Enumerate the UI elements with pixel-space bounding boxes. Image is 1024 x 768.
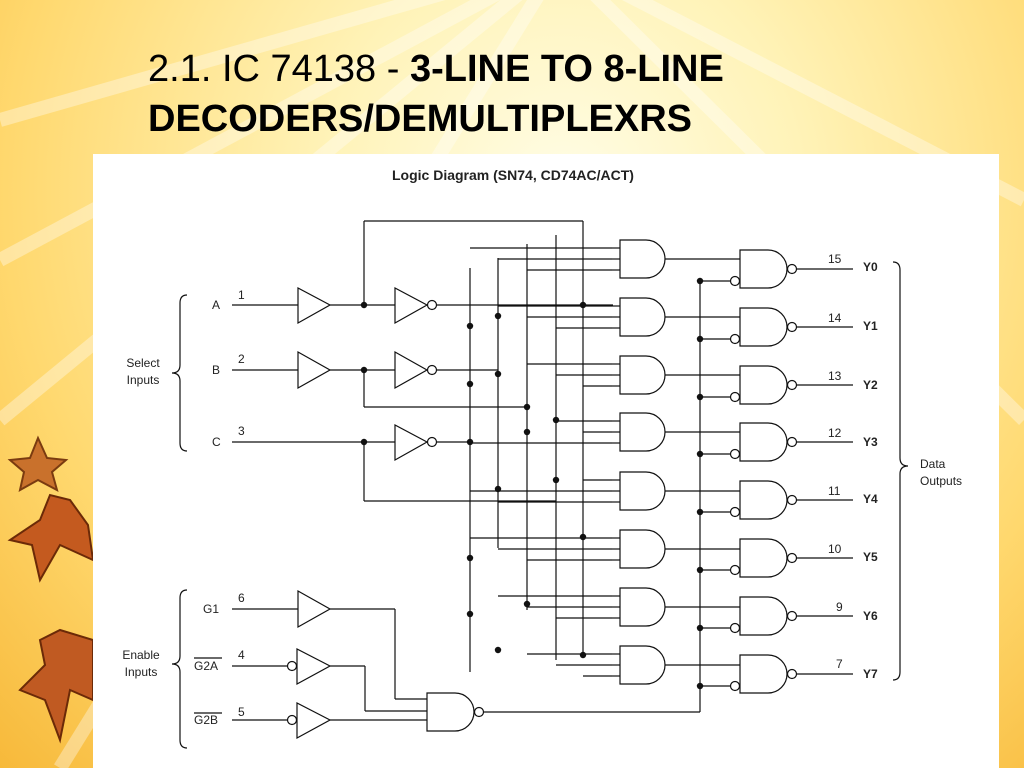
select-group-label-1: Select — [126, 356, 160, 370]
junction-dot-21 — [696, 335, 704, 343]
and-gate-3 — [619, 412, 666, 452]
junction-dot-15 — [466, 554, 474, 562]
nand-bubble-5 — [786, 552, 798, 564]
junction-dot-17 — [466, 610, 474, 618]
junction-dot-16 — [523, 600, 531, 608]
nand-gate-7 — [739, 654, 788, 694]
junction-dot-9 — [523, 428, 531, 436]
input-g2b-label: G2B — [194, 713, 218, 727]
title-bold-line1: 3-LINE TO 8-LINE — [409, 48, 724, 90]
nand-gate-0 — [739, 249, 788, 289]
and-gate-2 — [619, 355, 666, 395]
and-gate-5 — [619, 529, 666, 569]
input-g1-label: G1 — [203, 602, 219, 616]
junction-dot-4 — [494, 312, 502, 320]
nand-gate-1 — [739, 307, 788, 347]
junction-dot-18 — [579, 651, 587, 659]
output-y6-label: Y6 — [863, 609, 878, 623]
and-gate-7 — [619, 645, 666, 685]
select-group-label-2: Inputs — [127, 373, 160, 387]
junction-dot-8 — [523, 403, 531, 411]
junction-dot-14 — [579, 533, 587, 541]
diagram-heading: Logic Diagram (SN74, CD74AC/ACT) — [392, 167, 634, 183]
output-y2-label: Y2 — [863, 378, 878, 392]
title-prefix: 2.1. IC 74138 - — [148, 48, 410, 90]
input-c-pin: 3 — [238, 424, 245, 438]
junction-dot-7 — [494, 370, 502, 378]
and-gate-6 — [619, 587, 666, 627]
and-gate-0 — [619, 239, 666, 279]
and-gate-1 — [619, 297, 666, 337]
nand-gate-4 — [739, 480, 788, 520]
output-y4-pin: 11 — [828, 484, 841, 498]
junction-dot-1 — [360, 366, 368, 374]
output-y7-label: Y7 — [863, 667, 878, 681]
input-g1-pin: 6 — [238, 591, 245, 605]
input-a-label: A — [212, 298, 220, 312]
output-y7-pin: 7 — [836, 657, 843, 671]
output-group-label-2: Outputs — [920, 474, 962, 488]
output-y1-pin: 14 — [828, 311, 842, 325]
junction-dot-0 — [360, 301, 368, 309]
nand-bubble-3 — [786, 436, 798, 448]
junction-dot-22 — [696, 393, 704, 401]
output-y5-label: Y5 — [863, 550, 878, 564]
input-c-label: C — [212, 435, 221, 449]
junction-dot-11 — [466, 438, 474, 446]
output-y3-pin: 12 — [828, 426, 842, 440]
nand-bubble-1 — [786, 321, 798, 333]
junction-dot-5 — [466, 322, 474, 330]
logic-diagram: Logic Diagram (SN74, CD74AC/ACT) Select … — [122, 167, 962, 749]
nand-gate-2 — [739, 365, 788, 405]
output-y2-pin: 13 — [828, 369, 842, 383]
nand-bubble-0 — [786, 263, 798, 275]
nand-gate-5 — [739, 538, 788, 578]
output-group-label-1: Data — [920, 457, 946, 471]
nand-bubble-6 — [786, 610, 798, 622]
output-y0-pin: 15 — [828, 252, 842, 266]
title-bold-line2: DECODERS/DEMULTIPLEXRS — [148, 98, 693, 140]
input-g2b-pin: 5 — [238, 705, 245, 719]
output-y3-label: Y3 — [863, 435, 878, 449]
slide-title: 2.1. IC 74138 - 3-LINE TO 8-LINE DECODER… — [148, 44, 1008, 144]
input-g2a-label: G2A — [194, 659, 218, 673]
nand-gate-3 — [739, 422, 788, 462]
junction-dot-6 — [466, 380, 474, 388]
nand-bubble-2 — [786, 379, 798, 391]
enable-group-label-1: Enable — [122, 648, 160, 662]
nand-gate-6 — [739, 596, 788, 636]
junction-dot-12 — [494, 485, 502, 493]
input-a-pin: 1 — [238, 288, 245, 302]
output-y5-pin: 10 — [828, 542, 842, 556]
junction-dot-25 — [696, 566, 704, 574]
output-y1-label: Y1 — [863, 319, 878, 333]
junction-dot-13 — [552, 476, 560, 484]
junction-dot-26 — [696, 624, 704, 632]
star-decoration-icon — [7, 435, 95, 744]
junction-dot-10 — [552, 416, 560, 424]
output-y6-pin: 9 — [836, 600, 843, 614]
input-b-label: B — [212, 363, 220, 377]
nand-bubble-4 — [786, 494, 798, 506]
and-gate-4 — [619, 471, 666, 511]
junction-dot-24 — [696, 508, 704, 516]
output-y0-label: Y0 — [863, 260, 878, 274]
junction-dot-20 — [696, 277, 704, 285]
junction-dot-2 — [360, 438, 368, 446]
junction-dot-19 — [494, 646, 502, 654]
junction-dot-3 — [579, 301, 587, 309]
input-g2a-pin: 4 — [238, 648, 245, 662]
junction-dot-27 — [696, 682, 704, 690]
output-y4-label: Y4 — [863, 492, 878, 506]
enable-group-label-2: Inputs — [125, 665, 158, 679]
nand-bubble-7 — [786, 668, 798, 680]
input-b-pin: 2 — [238, 352, 245, 366]
junction-dot-23 — [696, 450, 704, 458]
